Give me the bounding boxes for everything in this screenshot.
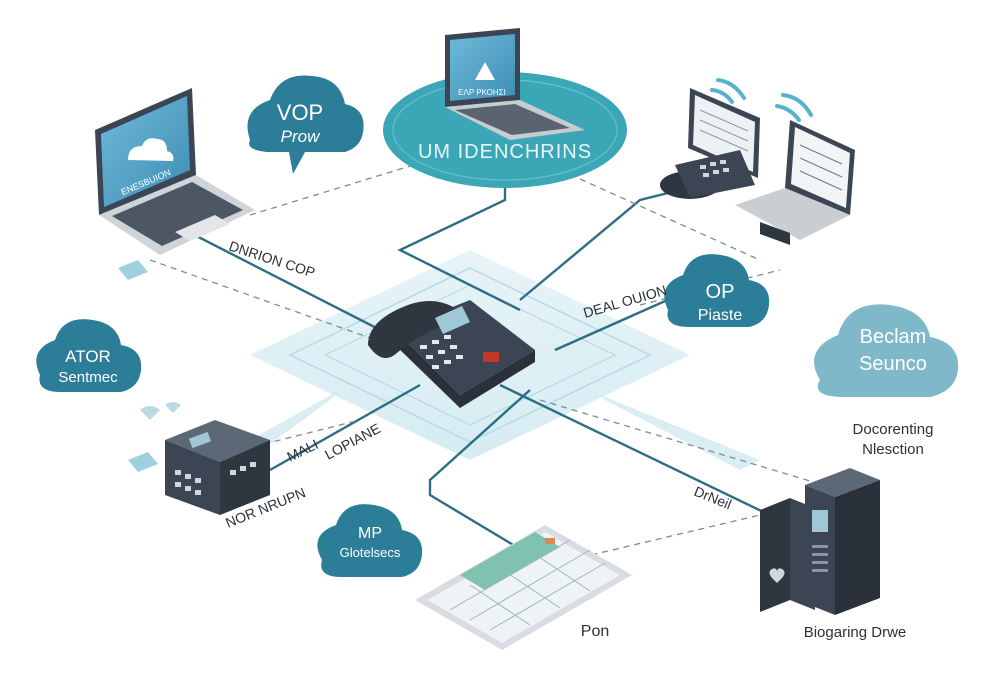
cloud-ator-line1: ATOR bbox=[65, 347, 111, 366]
cloud-vop-line2: Prow bbox=[281, 127, 321, 146]
cloud-beclam: Beclam Seunco bbox=[814, 304, 959, 397]
label-docorenting-line2: Nlesction bbox=[862, 441, 924, 458]
hub-label: UM IDENCHRINS bbox=[418, 141, 592, 163]
triangle-logo-icon bbox=[475, 62, 495, 80]
heart-icon bbox=[769, 568, 785, 583]
cloud-beclam-line2: Seunco bbox=[859, 353, 927, 375]
cloud-ator: ATOR Sentmec bbox=[36, 319, 142, 392]
cloud-mp-line2: Glotelsecs bbox=[340, 545, 401, 560]
cloud-mp-line1: MP bbox=[358, 525, 382, 542]
tablet-device[interactable] bbox=[415, 525, 632, 650]
right-desk-phone[interactable] bbox=[660, 150, 755, 199]
wifi-icon bbox=[710, 78, 813, 122]
cloud-op: OP Piaste bbox=[664, 254, 770, 327]
cloud-vop-line1: VOP bbox=[277, 100, 323, 125]
light-beams bbox=[250, 390, 760, 470]
top-laptop-screen-text: ΕΛΡ ΡΚΟΗΣΙ bbox=[458, 88, 506, 97]
label-mali: MALI bbox=[284, 436, 320, 465]
cloud-op-line1: OP bbox=[706, 281, 735, 303]
connection-lines bbox=[174, 150, 781, 557]
line-phone-to-tablet bbox=[428, 389, 531, 557]
cloud-op-line2: Piaste bbox=[698, 307, 743, 324]
red-button-icon bbox=[483, 352, 499, 362]
cloud-vop: VOP Prow bbox=[247, 75, 364, 174]
server-rack[interactable] bbox=[760, 468, 880, 615]
line-left-laptop-to-phone bbox=[174, 223, 391, 337]
center-desk-phone[interactable] bbox=[368, 300, 535, 408]
label-docorenting-line1: Docorenting bbox=[853, 421, 934, 438]
network-switch[interactable] bbox=[165, 420, 270, 515]
label-biogaring-drwe: Biogaring Drwe bbox=[804, 624, 907, 641]
left-laptop[interactable]: ENESBUION bbox=[95, 88, 255, 255]
label-pon: Pon bbox=[581, 623, 609, 640]
line-phone-to-switch bbox=[269, 383, 421, 472]
right-laptop-front[interactable] bbox=[735, 120, 855, 245]
label-lopiane: LOPIANE bbox=[322, 420, 383, 463]
line-phone-to-server bbox=[499, 383, 781, 522]
cloud-mp: MP Glotelsecs bbox=[317, 504, 423, 577]
top-laptop[interactable]: ΕΛΡ ΡΚΟΗΣΙ bbox=[445, 28, 585, 140]
cloud-ator-line2: Sentmec bbox=[58, 369, 118, 386]
small-decor-icons bbox=[118, 260, 181, 472]
cloud-beclam-line1: Beclam bbox=[860, 326, 927, 348]
cloud-logo-icon bbox=[128, 138, 174, 161]
